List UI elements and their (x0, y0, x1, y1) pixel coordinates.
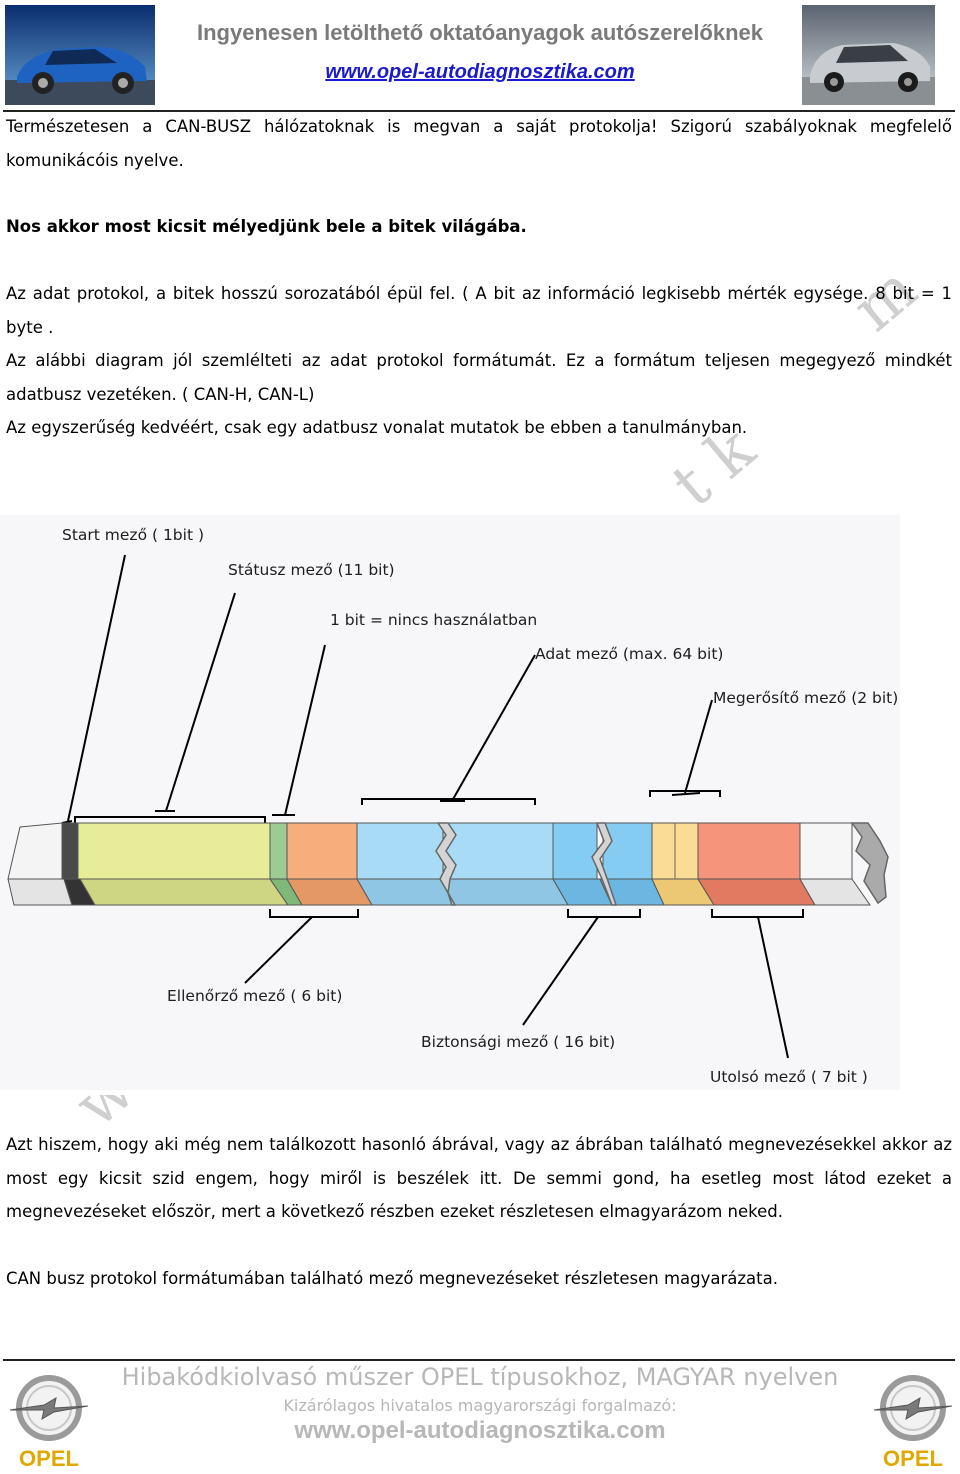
paragraph-intro: Természetesen a CAN-BUSZ hálózatoknak is… (6, 117, 952, 170)
footer-distributor: Kizárólagos hivatalos magyarországi forg… (283, 1396, 677, 1415)
segment-data-1 (356, 822, 444, 880)
leader-lines-top (61, 554, 713, 824)
header-car-photo-left (5, 5, 155, 105)
paragraph-field-names-heading: CAN busz protokol formátumában található… (6, 1269, 778, 1288)
brackets-top (74, 790, 721, 823)
frame-strip-bottom (7, 878, 871, 906)
header-title: Ingyenesen letölthető oktatóanyagok autó… (196, 20, 764, 45)
segment-unused (269, 822, 288, 880)
can-protocol-diagram: Start mező ( 1bit ) Státusz mező (11 bit… (0, 505, 960, 1095)
label-unused-bit: 1 bit = nincs használatban (330, 611, 537, 629)
segment-start (61, 822, 79, 880)
segment-security-2 (602, 822, 653, 880)
opel-logo-text-right: OPEL (883, 1446, 943, 1471)
segment-end (697, 822, 801, 880)
segment-control (286, 822, 358, 880)
footer-url-link[interactable]: www.opel-autodiagnosztika.com (294, 1417, 666, 1444)
label-start-field: Start mező ( 1bit ) (62, 526, 204, 544)
opel-logo-left: OPEL (4, 1372, 94, 1472)
label-status-field: Státusz mező (11 bit) (228, 561, 395, 579)
label-security-field: Biztonsági mező ( 16 bit) (421, 1033, 615, 1051)
opel-logo-text-left: OPEL (19, 1446, 79, 1471)
label-control-field: Ellenőrző mező ( 6 bit) (167, 987, 342, 1005)
paragraph-simplicity: Az egyszerűség kedvéért, csak egy adatbu… (6, 418, 748, 437)
frame-strip-top (7, 822, 853, 880)
opel-emblem-icon (9, 1375, 89, 1441)
footer-divider (3, 1359, 955, 1361)
paragraph-bit-definition: Az adat protokol, a bitek hosszú sorozat… (6, 284, 952, 337)
leader-lines-bottom (244, 909, 804, 1059)
opel-logo-right: OPEL (868, 1372, 958, 1472)
paragraph-explanation: Azt hiszem, hogy aki még nem találkozott… (6, 1135, 952, 1221)
label-data-field: Adat mező (max. 64 bit) (535, 645, 723, 663)
opel-emblem-icon (873, 1375, 953, 1441)
label-end-field: Utolsó mező ( 7 bit ) (710, 1068, 868, 1086)
segment-security-1 (552, 822, 598, 880)
footer-headline: Hibakódkiolvasó műszer OPEL típusokhoz, … (121, 1363, 839, 1391)
header-divider (3, 110, 955, 112)
segment-data-2 (442, 822, 554, 880)
label-ack-field: Megerősítő mező (2 bit) (713, 689, 898, 707)
segment-status (77, 822, 271, 880)
torn-edges (435, 822, 889, 906)
paragraph-diagram-intro: Az alábbi diagram jól szemlélteti az ada… (6, 351, 952, 404)
header-url-link[interactable]: www.opel-autodiagnosztika.com (325, 61, 635, 83)
paragraph-bits-heading: Nos akkor most kicsit mélyedjünk bele a … (6, 217, 527, 236)
header-car-photo-right (802, 5, 935, 105)
